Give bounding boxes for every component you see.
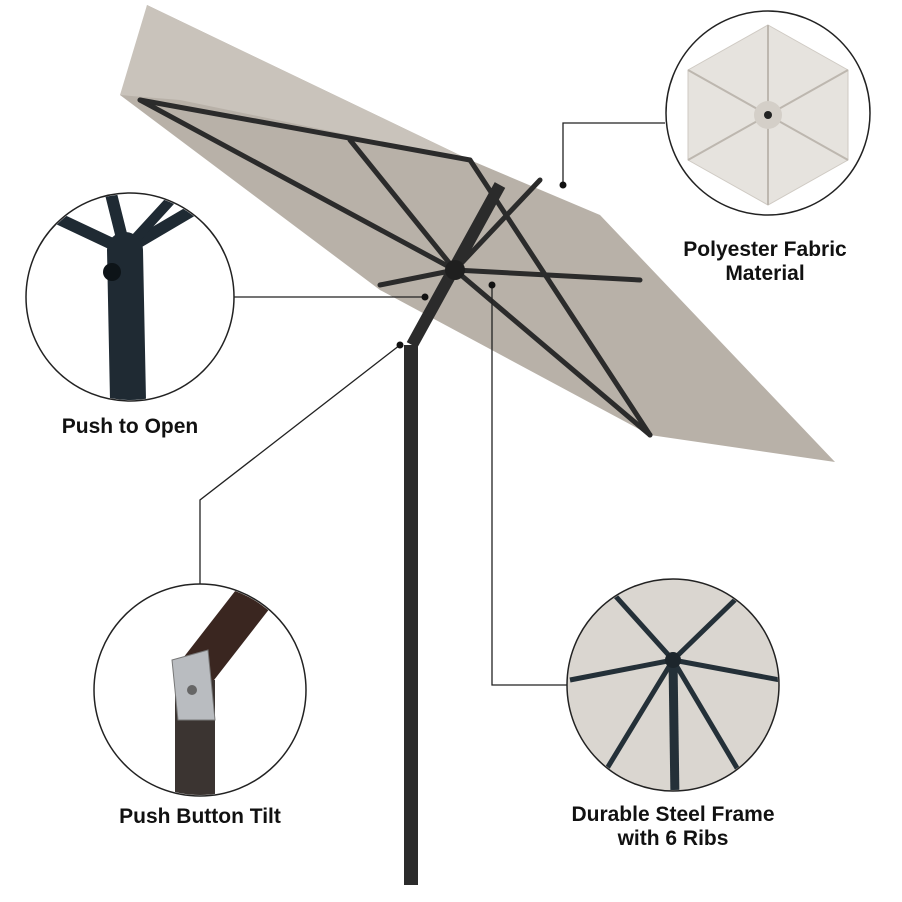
fabric-detail-circle xyxy=(665,10,871,216)
fabric-label-line2: Material xyxy=(725,262,805,285)
pole xyxy=(404,345,418,885)
frame-label-line1: Durable Steel Frame xyxy=(571,803,775,826)
tilt-detail-circle xyxy=(93,583,307,797)
fabric-label-line1: Polyester Fabric xyxy=(683,238,847,261)
frame-label-line2: with 6 Ribs xyxy=(617,827,729,850)
frame-detail-circle xyxy=(566,578,780,792)
push-open-detail-circle xyxy=(25,192,235,402)
leader-lines xyxy=(199,122,665,686)
frame-callout-label: Durable Steel Frame with 6 Ribs xyxy=(571,803,774,851)
push-tilt-label: Push Button Tilt xyxy=(119,805,281,828)
fabric-callout-label: Polyester Fabric Material xyxy=(683,238,846,286)
ribs xyxy=(137,97,653,438)
push-open-label: Push to Open xyxy=(61,415,199,438)
